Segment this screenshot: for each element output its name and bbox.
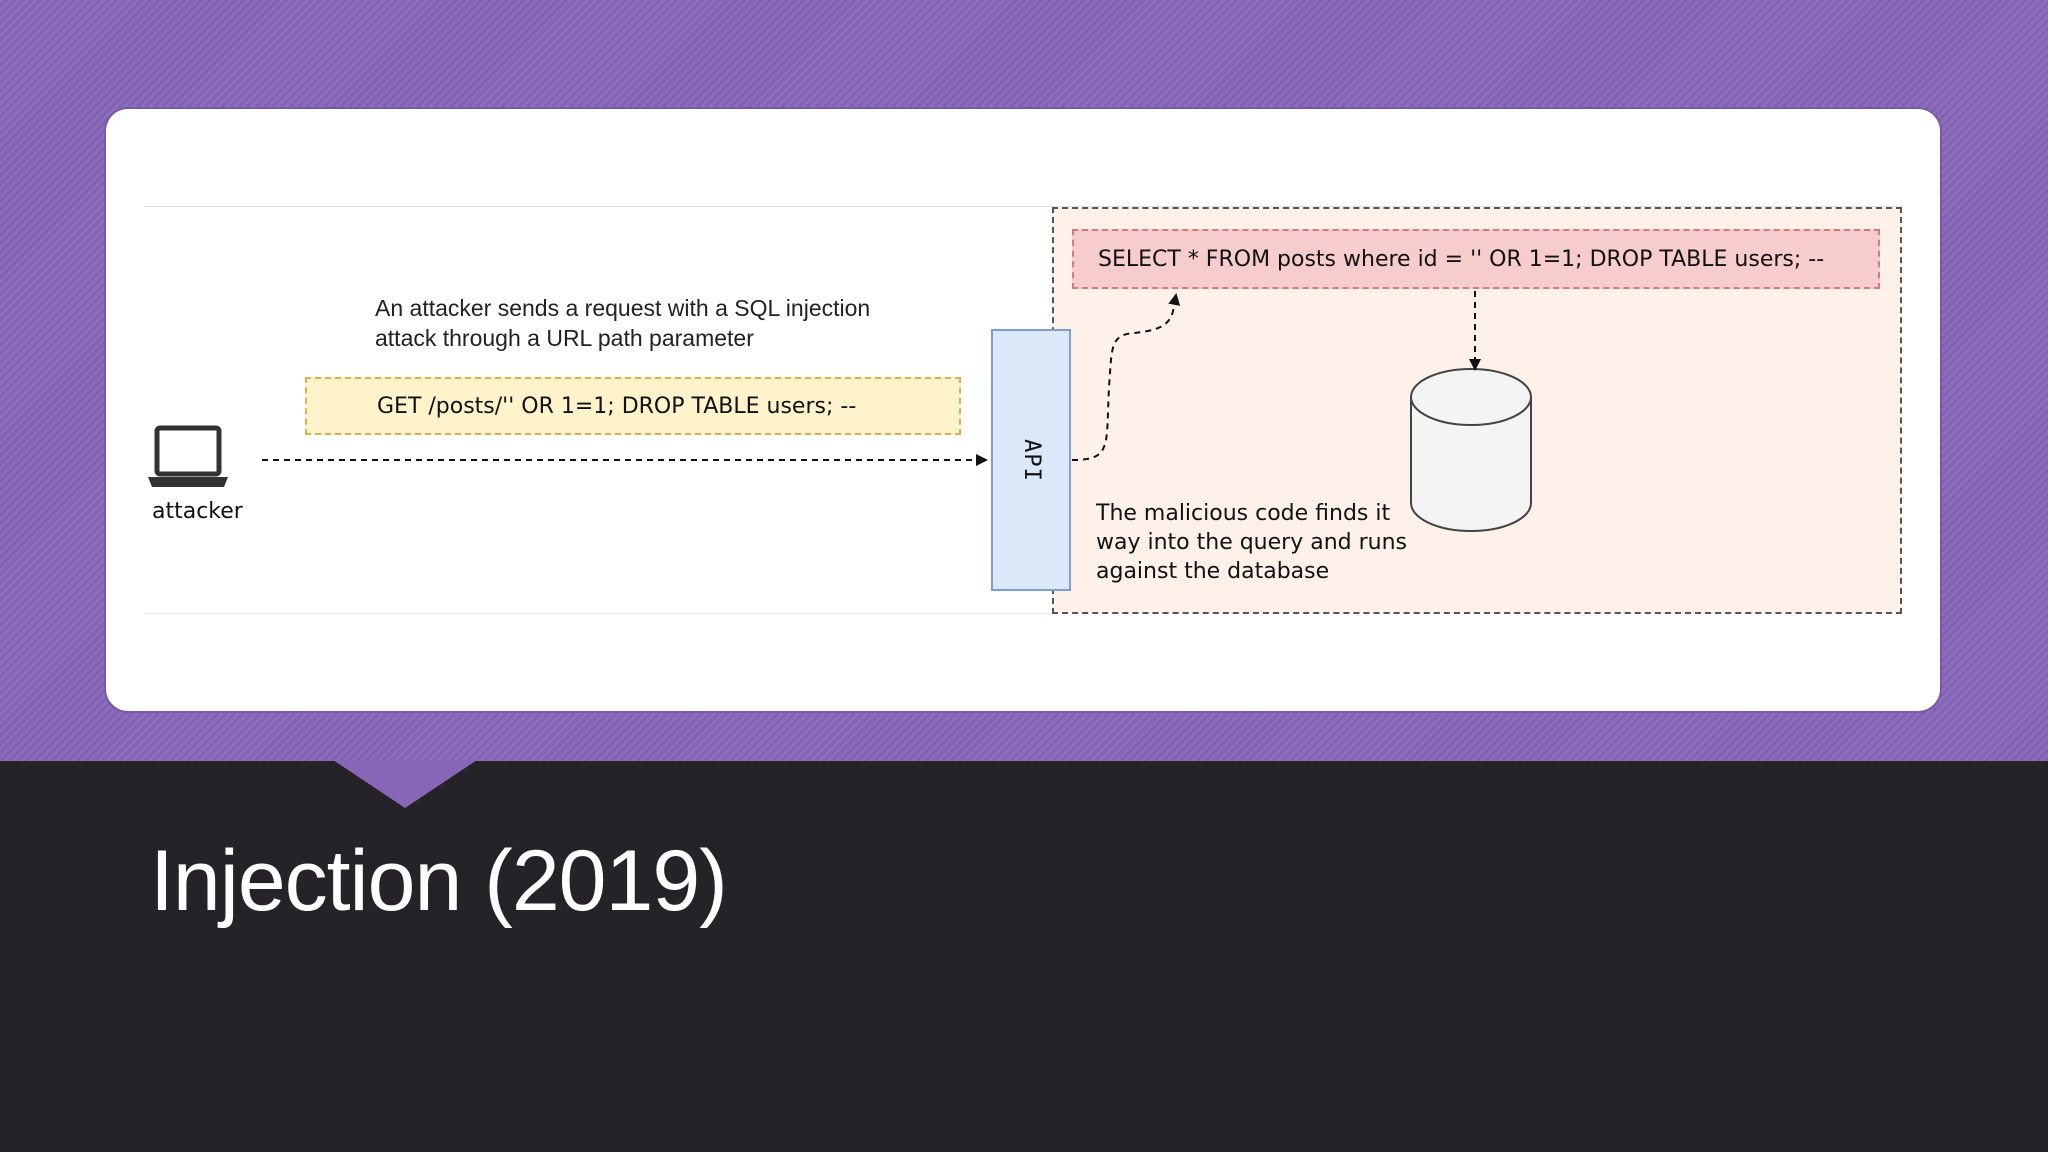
database-icon: [1410, 368, 1532, 532]
sql-query-text: SELECT * FROM posts where id = '' OR 1=1…: [1098, 246, 1825, 272]
sql-query-box: SELECT * FROM posts where id = '' OR 1=1…: [1072, 229, 1880, 289]
attacker-label: attacker: [152, 499, 243, 524]
laptop-icon: [148, 425, 228, 487]
request-box: GET /posts/'' OR 1=1; DROP TABLE users; …: [305, 377, 961, 435]
api-box: API: [991, 329, 1071, 591]
slide-title: Injection (2019): [150, 833, 728, 929]
attack-description: An attacker sends a request with a SQL i…: [375, 295, 871, 351]
api-to-query-arrow: [1071, 293, 1181, 461]
title-band: [0, 761, 2048, 1152]
injection-diagram: An attacker sends a request with a SQL i…: [144, 206, 1902, 614]
malicious-code-description: The malicious code finds it way into the…: [1096, 501, 1407, 584]
callout-notch: [333, 760, 477, 808]
flow-arrows: [262, 291, 1481, 466]
request-text: GET /posts/'' OR 1=1; DROP TABLE users; …: [377, 393, 857, 419]
